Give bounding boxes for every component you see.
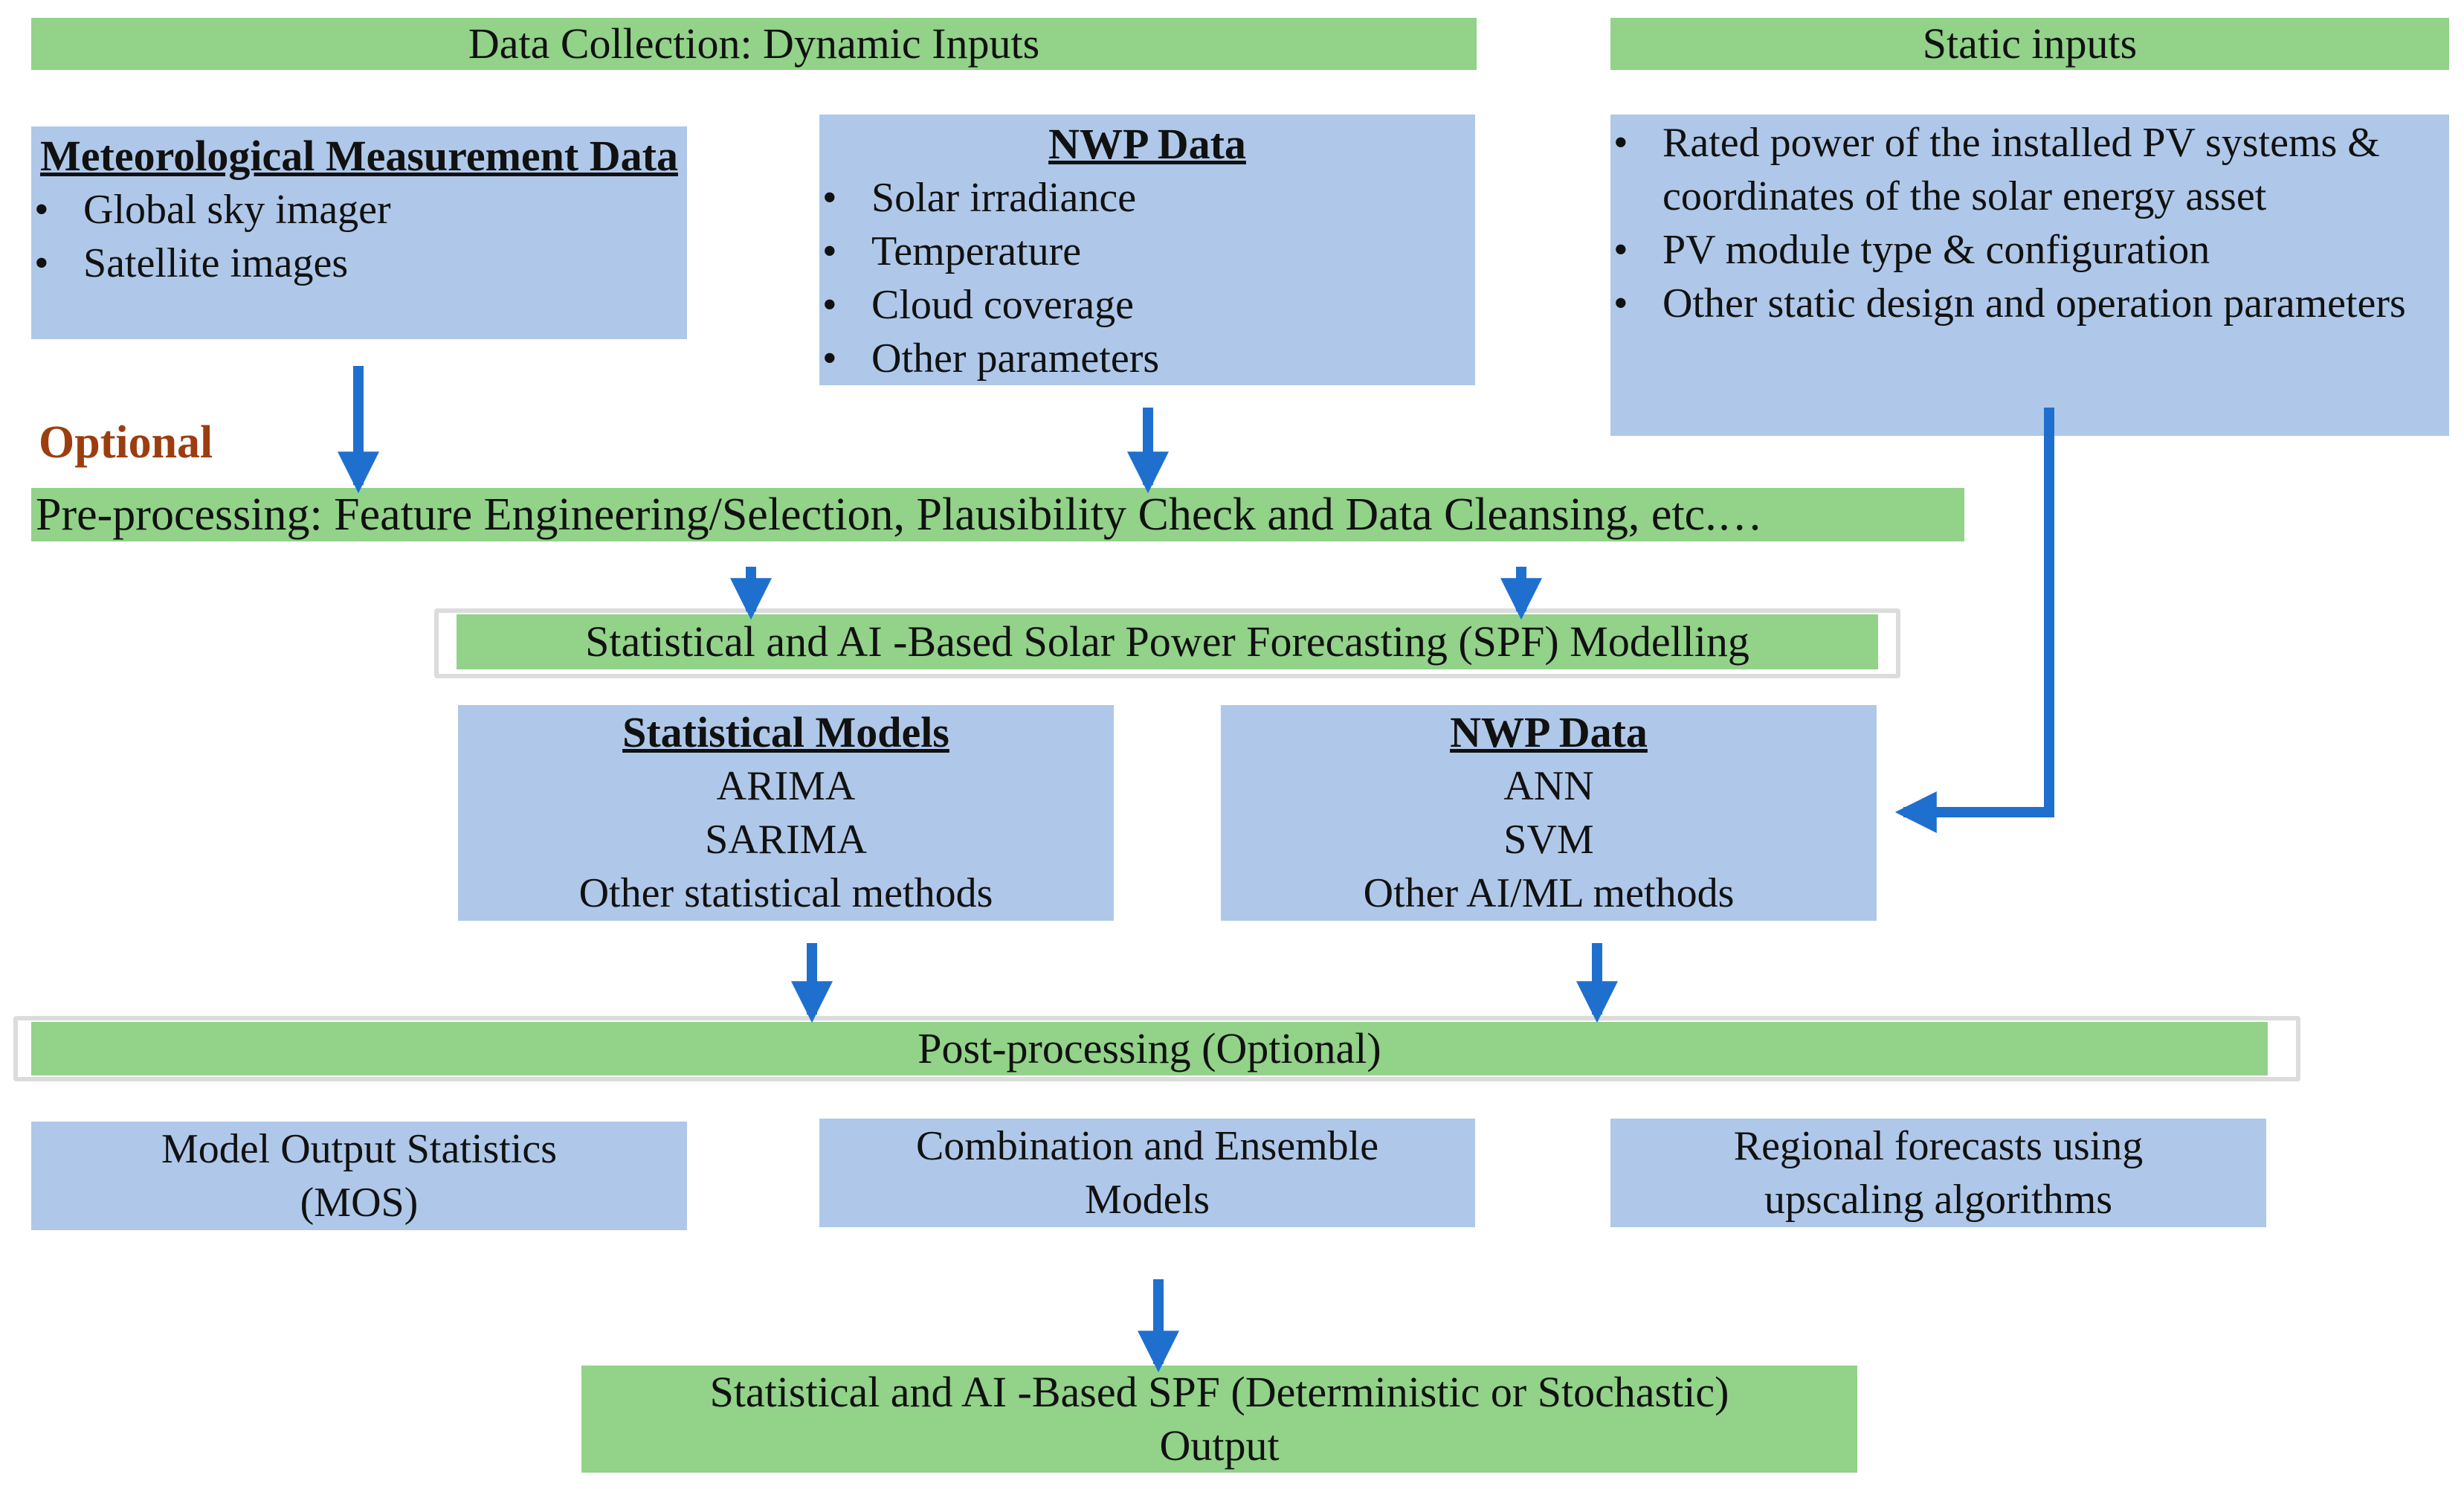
meteorological-data-list: Global sky imager Satellite images bbox=[31, 183, 687, 290]
nwp-item: Cloud coverage bbox=[819, 278, 1475, 332]
combination-line: Combination and Ensemble bbox=[915, 1123, 1379, 1169]
nwp-data-top-box: NWP Data Solar irradiance Temperature Cl… bbox=[819, 115, 1475, 385]
mos-line: (MOS) bbox=[300, 1180, 419, 1226]
nwp-data-top-list: Solar irradiance Temperature Cloud cover… bbox=[819, 171, 1475, 385]
static-item: Other static design and operation parame… bbox=[1610, 277, 2422, 330]
statistical-model-item: SARIMA bbox=[705, 817, 867, 863]
static-item: Rated power of the installed PV systems … bbox=[1610, 116, 2422, 223]
ai-model-item: ANN bbox=[1503, 763, 1594, 809]
meteorological-data-box: Meteorological Measurement Data Global s… bbox=[31, 126, 687, 339]
output-line: Statistical and AI -Based SPF (Determini… bbox=[709, 1368, 1729, 1416]
mos-box: Model Output Statistics (MOS) bbox=[31, 1122, 687, 1230]
ai-model-item: Other AI/ML methods bbox=[1363, 870, 1735, 916]
static-inputs-list: Rated power of the installed PV systems … bbox=[1610, 116, 2422, 330]
nwp-data-top-title: NWP Data bbox=[1048, 120, 1246, 168]
static-inputs-box: Rated power of the installed PV systems … bbox=[1610, 115, 2449, 436]
optional-label: Optional bbox=[39, 417, 213, 468]
mos-line: Model Output Statistics bbox=[161, 1126, 557, 1172]
meteorological-item: Satellite images bbox=[31, 237, 687, 290]
nwp-data-mid-title: NWP Data bbox=[1450, 708, 1648, 756]
preprocessing-text: Pre-processing: Feature Engineering/Sele… bbox=[36, 489, 1763, 540]
statistical-model-item: ARIMA bbox=[716, 763, 856, 809]
output-line: Output bbox=[1159, 1421, 1280, 1470]
modelling-text: Statistical and AI -Based Solar Power Fo… bbox=[585, 617, 1749, 666]
statistical-models-title: Statistical Models bbox=[622, 708, 949, 756]
statistical-models-box: Statistical Models ARIMA SARIMA Other st… bbox=[458, 705, 1114, 921]
postprocessing-text: Post-processing (Optional) bbox=[917, 1024, 1381, 1072]
ai-model-item: SVM bbox=[1503, 817, 1594, 863]
meteorological-item: Global sky imager bbox=[31, 183, 687, 237]
nwp-data-mid-box: NWP Data ANN SVM Other AI/ML methods bbox=[1221, 705, 1877, 921]
static-inputs-header: Static inputs bbox=[1610, 18, 2449, 70]
dynamic-inputs-header-text: Data Collection: Dynamic Inputs bbox=[468, 19, 1040, 68]
nwp-item: Other parameters bbox=[819, 332, 1475, 385]
nwp-item: Solar irradiance bbox=[819, 171, 1475, 225]
regional-forecasts-box: Regional forecasts using upscaling algor… bbox=[1610, 1119, 2266, 1227]
regional-line: Regional forecasts using bbox=[1733, 1123, 2144, 1169]
combination-ensemble-box: Combination and Ensemble Models bbox=[819, 1119, 1475, 1227]
static-item: PV module type & configuration bbox=[1610, 223, 2422, 277]
statistical-model-item: Other statistical methods bbox=[578, 870, 993, 916]
combination-line: Models bbox=[1085, 1177, 1210, 1223]
output-box: Statistical and AI -Based SPF (Determini… bbox=[581, 1366, 1857, 1473]
regional-line: upscaling algorithms bbox=[1764, 1177, 2113, 1223]
modelling-bar: Statistical and AI -Based Solar Power Fo… bbox=[457, 614, 1878, 669]
postprocessing-frame bbox=[13, 1016, 2300, 1081]
nwp-item: Temperature bbox=[819, 225, 1475, 278]
static-inputs-header-text: Static inputs bbox=[1922, 19, 2138, 68]
arrow-static-to-ai-models bbox=[1894, 408, 2054, 833]
meteorological-data-title: Meteorological Measurement Data bbox=[40, 132, 678, 180]
preprocessing-bar bbox=[31, 488, 1964, 541]
postprocessing-bar: Post-processing (Optional) bbox=[31, 1022, 2268, 1075]
dynamic-inputs-header: Data Collection: Dynamic Inputs bbox=[31, 18, 1477, 70]
modelling-frame bbox=[434, 608, 1900, 678]
